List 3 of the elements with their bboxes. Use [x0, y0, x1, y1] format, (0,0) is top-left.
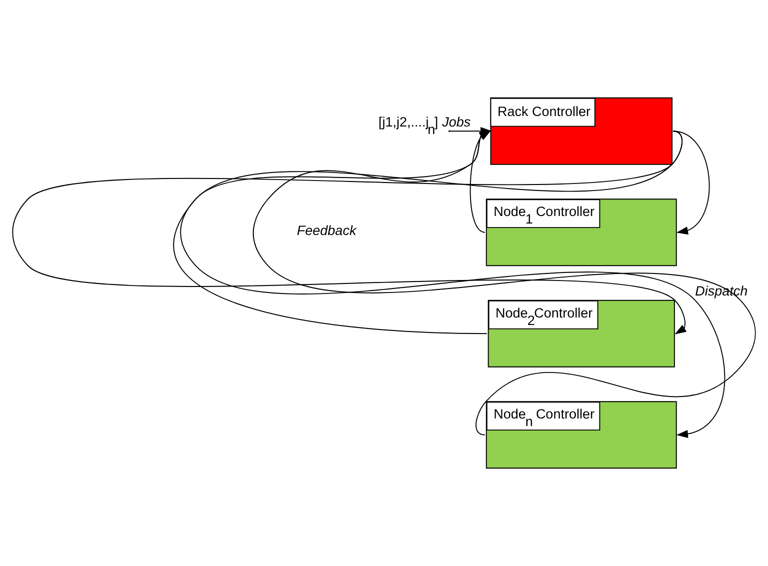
label: Feedback	[296, 222, 356, 238]
arrow	[252, 127, 756, 436]
arrow	[672, 130, 710, 235]
